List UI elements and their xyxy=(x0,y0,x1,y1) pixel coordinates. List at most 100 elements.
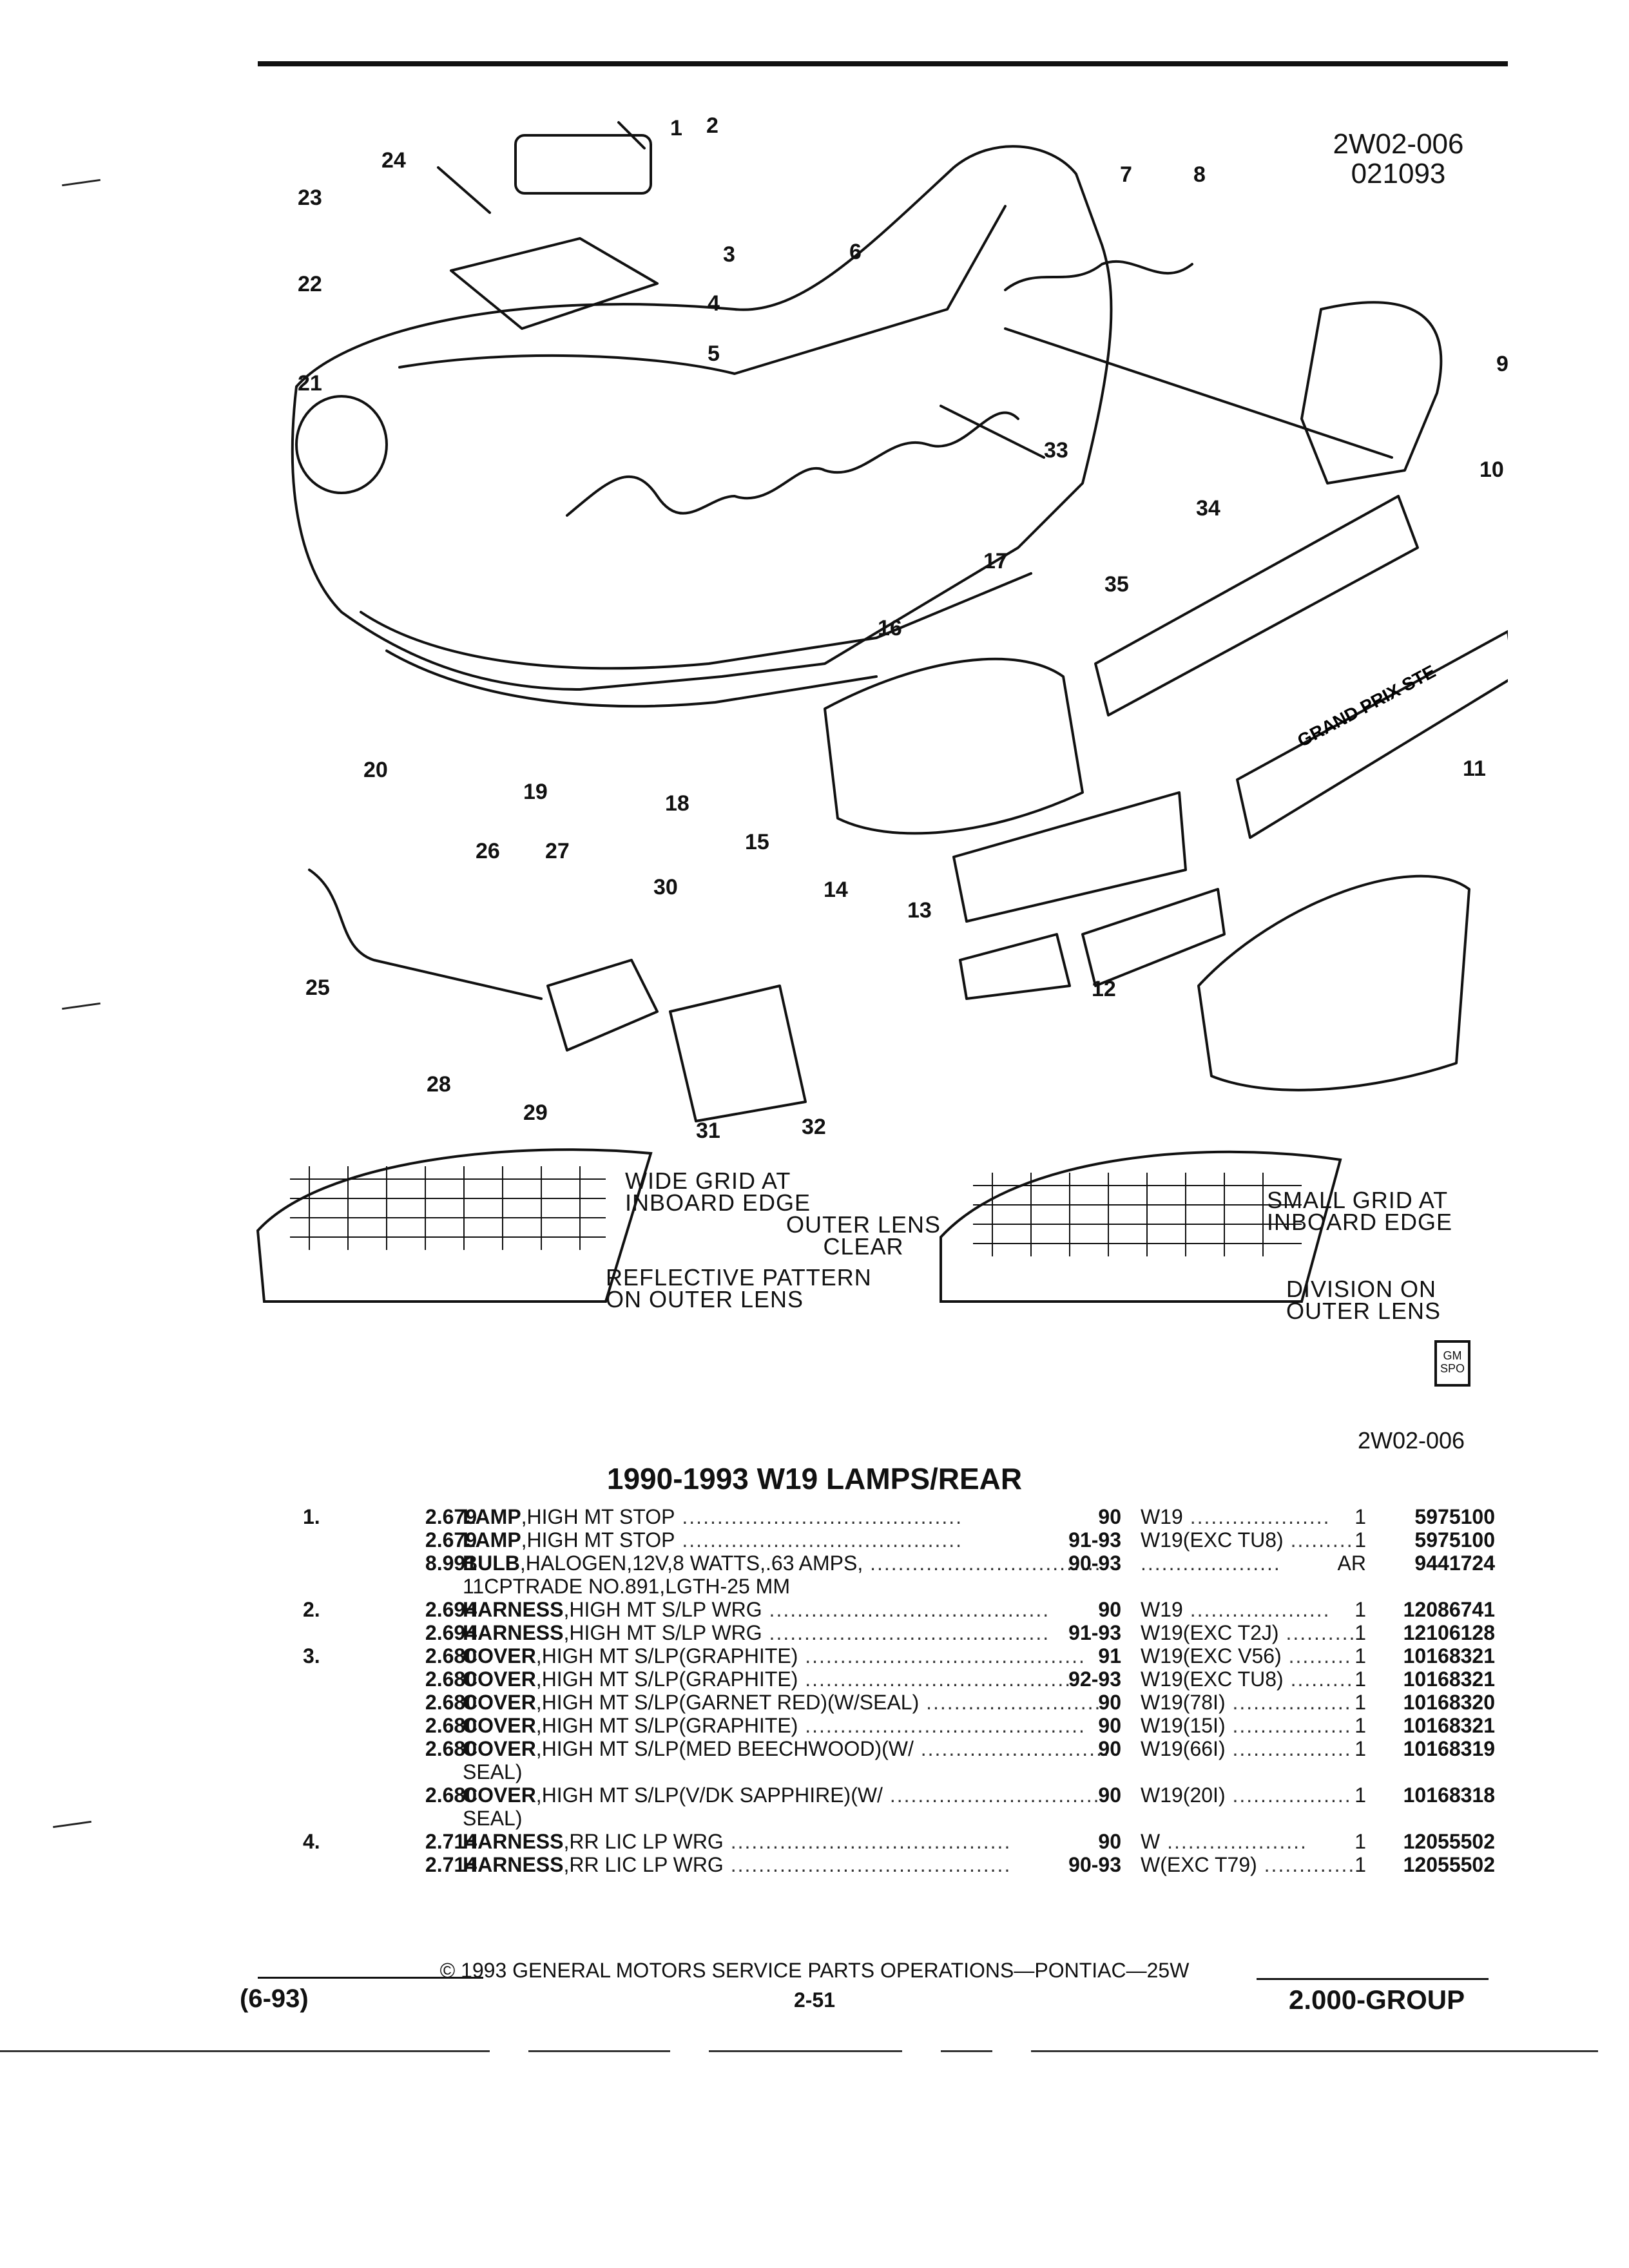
group-label: 2.000-GROUP xyxy=(1289,1984,1465,2015)
model-text: W19(EXC TU8) xyxy=(1141,1528,1284,1552)
scan-edge xyxy=(0,2050,490,2052)
license-bezel xyxy=(669,985,807,1122)
part-description: HARNESS,HIGH MT S/LP WRG ...............… xyxy=(463,1598,1107,1621)
years: 90-93 xyxy=(1068,1552,1121,1575)
part-row: 11CPTRADE NO.891,LGTH-25 MM xyxy=(284,1575,1508,1598)
quantity: 1 xyxy=(1354,1783,1366,1807)
model-text: W(EXC T79) xyxy=(1141,1853,1257,1876)
part-number: 5975100 xyxy=(1414,1505,1495,1528)
leader-dots: ........................................ xyxy=(798,1644,1086,1667)
part-name: HARNESS xyxy=(463,1830,564,1853)
callout-7: 7 xyxy=(1120,162,1132,187)
part-name: LAMP xyxy=(463,1528,521,1552)
part-number: 5975100 xyxy=(1414,1528,1495,1552)
plate-text: GRAND PRIX STE xyxy=(1294,661,1439,751)
callout-21: 21 xyxy=(298,371,322,396)
callout-3: 3 xyxy=(723,242,735,267)
leader-dots: ........................................ xyxy=(870,1552,1107,1575)
margin-mark xyxy=(53,1820,92,1829)
lamp-cover xyxy=(450,237,659,330)
leader-dots: .................... xyxy=(1290,1528,1353,1552)
model-code: W(EXC T79) .................... xyxy=(1141,1853,1353,1876)
leader-dots: .................... xyxy=(1264,1853,1353,1876)
lamp-socket-13 xyxy=(959,933,1071,1000)
stop-lamp xyxy=(514,134,652,195)
part-detail: SEAL) xyxy=(463,1807,523,1830)
part-detail: ,RR LIC LP WRG xyxy=(563,1853,724,1876)
scan-edge xyxy=(1031,2050,1598,2052)
leader-dots: ........................................ xyxy=(926,1691,1107,1714)
scan-edge xyxy=(941,2050,992,2052)
callout-14: 14 xyxy=(824,878,848,902)
model-code: W19(15I) .................... xyxy=(1141,1714,1353,1737)
part-number: 12055502 xyxy=(1403,1853,1495,1876)
group-number: 2.679 xyxy=(425,1505,477,1528)
leader-dots: ........................................ xyxy=(798,1667,1086,1691)
leader-dots: ........................................ xyxy=(762,1621,1050,1644)
callout-23: 23 xyxy=(298,186,322,210)
wheel-arch xyxy=(295,395,388,494)
callout-12: 12 xyxy=(1092,977,1116,1001)
model-text: W19 xyxy=(1141,1505,1183,1528)
part-detail: ,RR LIC LP WRG xyxy=(563,1830,724,1853)
note-small-grid: SMALL GRID AT INBOARD EDGE xyxy=(1267,1187,1453,1235)
leader-dots: .................... xyxy=(1290,1667,1353,1691)
leader-dots: ........................................ xyxy=(920,1737,1107,1760)
model-code: W19 .................... xyxy=(1141,1598,1353,1621)
part-detail: ,HIGH MT S/LP WRG xyxy=(563,1598,762,1621)
years: 90 xyxy=(1098,1783,1121,1807)
bumper-lower xyxy=(385,649,878,708)
part-description: COVER,HIGH MT S/LP(GRAPHITE) ...........… xyxy=(463,1667,1107,1691)
license-lamp-cable xyxy=(308,869,543,1000)
callout-31: 31 xyxy=(696,1119,720,1143)
margin-mark xyxy=(62,1002,101,1010)
callout-33: 33 xyxy=(1044,438,1068,463)
leader-dots: ........................................ xyxy=(675,1505,963,1528)
group-number: 2.714 xyxy=(425,1830,477,1853)
callout-35: 35 xyxy=(1104,572,1129,597)
quantity: 1 xyxy=(1354,1644,1366,1667)
model-text: W19(66I) xyxy=(1141,1737,1226,1760)
callout-34: 34 xyxy=(1196,496,1220,521)
leader-dots: .................... xyxy=(1141,1552,1281,1575)
model-code: .................... xyxy=(1141,1552,1353,1575)
top-rule xyxy=(258,61,1508,66)
years: 90 xyxy=(1098,1598,1121,1621)
date-code: (6-93) xyxy=(240,1984,309,2013)
footer-rule-left xyxy=(258,1977,483,1979)
years: 90 xyxy=(1098,1714,1121,1737)
callout-19: 19 xyxy=(523,780,548,804)
quantity: 1 xyxy=(1354,1830,1366,1853)
part-detail: ,HIGH MT S/LP(GRAPHITE) xyxy=(535,1714,798,1737)
group-number: 2.679 xyxy=(425,1528,477,1552)
nameplate-panel xyxy=(1236,630,1508,839)
lamp-socket-12 xyxy=(1081,888,1226,987)
diagram-code-bottom: 2W02-006 xyxy=(1357,1427,1465,1454)
part-row: SEAL) xyxy=(284,1807,1508,1830)
callout-6: 6 xyxy=(849,240,862,264)
callout-24: 24 xyxy=(381,148,406,173)
model-text: W19 xyxy=(1141,1598,1183,1621)
lens-illustration-right xyxy=(940,1150,1342,1303)
group-number: 2.694 xyxy=(425,1598,477,1621)
item-number: 1. xyxy=(303,1505,320,1528)
quantity: 1 xyxy=(1354,1505,1366,1528)
item-number: 4. xyxy=(303,1830,320,1853)
callout-2: 2 xyxy=(706,113,718,138)
footer-rule-right xyxy=(1257,1978,1489,1980)
callout-18: 18 xyxy=(665,791,689,816)
part-name: HARNESS xyxy=(463,1621,564,1644)
part-description: COVER,HIGH MT S/LP(GRAPHITE) ...........… xyxy=(463,1644,1107,1667)
page-number: 2-51 xyxy=(793,1988,836,2012)
gm-spo-badge: GM SPO xyxy=(1434,1340,1470,1387)
callout-25: 25 xyxy=(305,975,330,1000)
part-description: BULB,HALOGEN,12V,8 WATTS,.63 AMPS, .....… xyxy=(463,1552,1107,1575)
part-name: COVER xyxy=(463,1691,536,1714)
margin-mark xyxy=(62,178,101,187)
